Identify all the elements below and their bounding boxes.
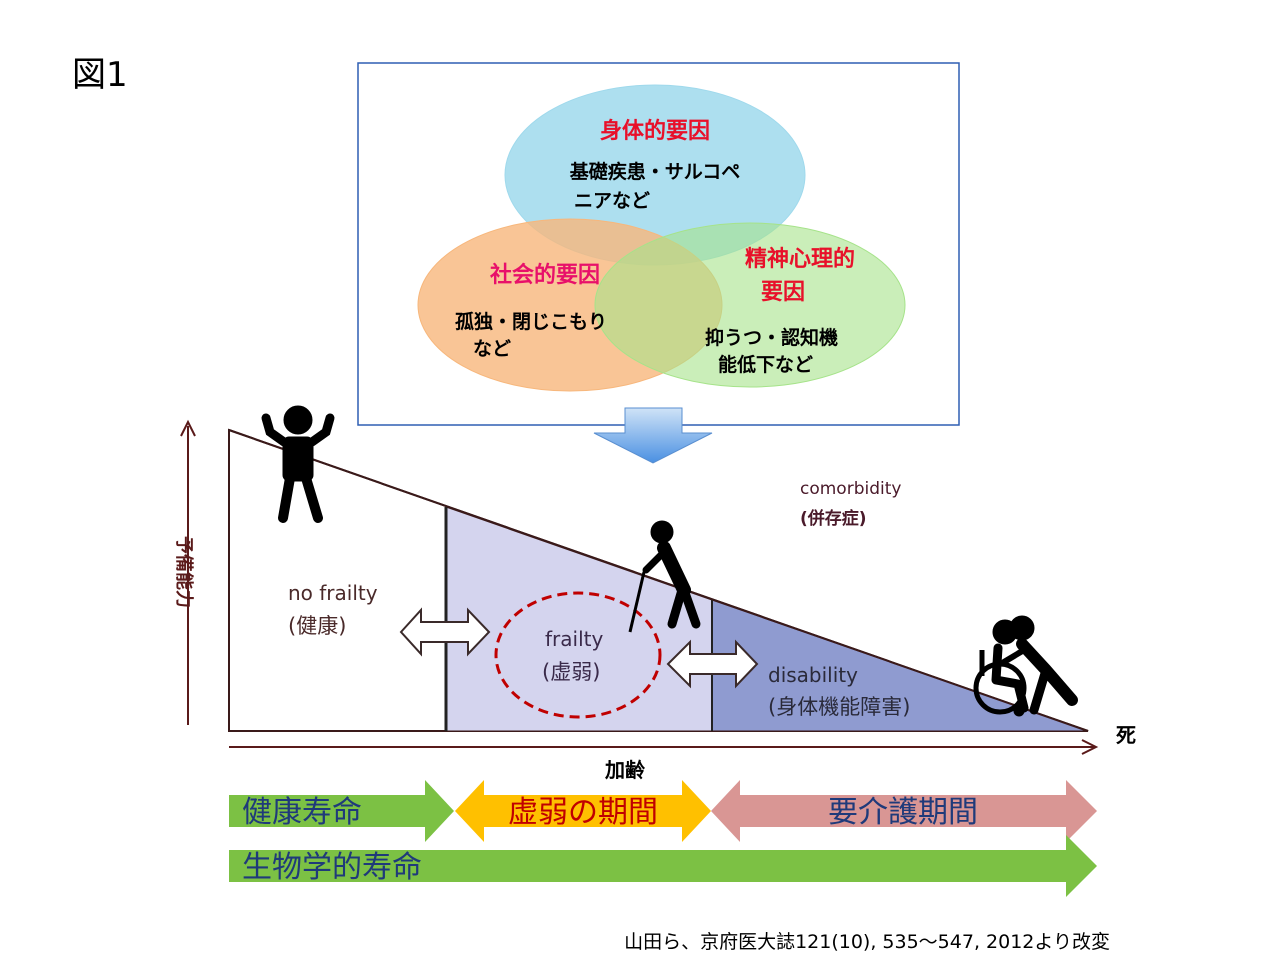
decline-line [228, 429, 1089, 732]
healthy-life-label: 健康寿命 [242, 795, 362, 830]
x-axis [229, 739, 1099, 755]
venn-physical-line1: 基礎疾患・サルコペ [569, 160, 741, 183]
y-axis [180, 419, 196, 725]
venn-social-line1: 孤独・閉じこもり [455, 310, 607, 333]
venn-mental-line2: 能低下など [718, 353, 813, 376]
venn-mental-circle [594, 222, 906, 388]
strong-person-icon [261, 405, 335, 523]
down-arrow-icon [593, 407, 713, 464]
figure-label: 図1 [72, 55, 128, 95]
y-axis-label: 予備能力 [173, 536, 195, 608]
double-arrow-icon [666, 639, 759, 689]
disability-label: disability [768, 663, 858, 687]
biological-life-arrow: 生物学的寿命 [229, 835, 1097, 897]
comorbidity-jp-label: (併存症) [800, 508, 867, 529]
care-period-label: 要介護期間 [828, 795, 978, 830]
venn-physical-line2: ニアなど [574, 190, 650, 212]
citation: 山田ら、京府医大誌121(10), 535〜547, 2012より改変 [624, 931, 1110, 953]
frailty-dashed-circle [494, 591, 662, 719]
no-frailty-label: no frailty [288, 581, 378, 605]
frail-period-arrow: 虚弱の期間 [455, 780, 711, 842]
venn-mental-line1: 抑うつ・認知機 [705, 326, 838, 349]
double-arrow-icon [399, 607, 491, 657]
venn-mental-title1: 精神心理的 [745, 246, 855, 272]
frailty-label: frailty [545, 627, 603, 651]
healthy-life-arrow: 健康寿命 [229, 780, 454, 842]
venn-social-line2: など [473, 338, 511, 360]
comorbidity-label: comorbidity [800, 479, 901, 499]
no-frailty-jp-label: (健康) [288, 614, 346, 638]
biological-life-label: 生物学的寿命 [242, 850, 422, 885]
venn-mental-title2: 要因 [761, 280, 805, 305]
venn-physical-title: 身体的要因 [600, 118, 710, 144]
wheelchair-assist-icon [973, 615, 1078, 717]
death-label: 死 [1116, 723, 1136, 747]
frail-period-label: 虚弱の期間 [508, 795, 658, 830]
care-period-arrow: 要介護期間 [711, 780, 1097, 842]
disability-jp-label: (身体機能障害) [768, 695, 910, 719]
frailty-jp-label: (虚弱) [542, 660, 600, 684]
cane-walker-icon [628, 520, 701, 633]
venn-social-title: 社会的要因 [490, 262, 600, 288]
x-axis-label: 加齢 [604, 758, 646, 782]
